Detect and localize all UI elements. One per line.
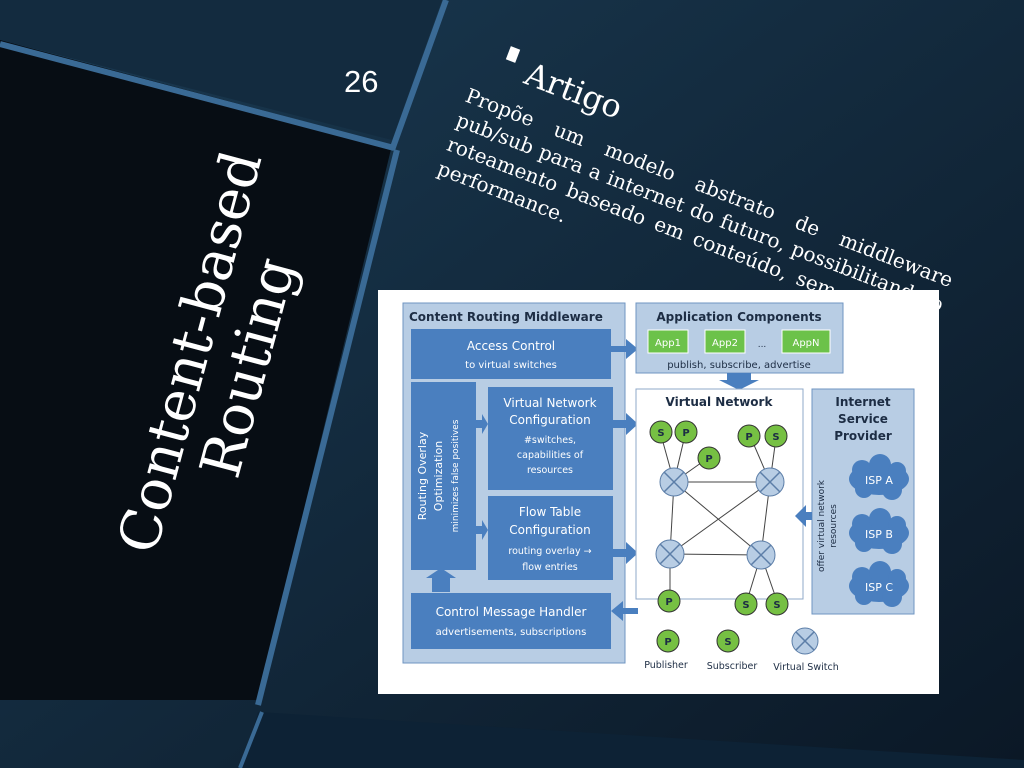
switch-icon: [755, 467, 785, 497]
page-number: 26: [344, 64, 379, 99]
ftc-line4: flow entries: [522, 562, 578, 573]
subscriber-node-label: S: [742, 600, 749, 611]
subscriber-node: [764, 424, 788, 448]
ftc-line3: routing overlay →: [508, 546, 591, 557]
access-control-box: [411, 329, 611, 379]
subscriber-node: [734, 592, 758, 616]
legend-subscriber-icon: [716, 629, 740, 653]
arrow-right-icon: [476, 520, 488, 540]
access-control-sub: to virtual switches: [465, 360, 557, 371]
publisher-node: [674, 420, 698, 444]
publisher-node: [737, 424, 761, 448]
app-label: App2: [712, 338, 738, 349]
app-ellipsis: ...: [758, 340, 767, 350]
publisher-node-label: P: [682, 428, 689, 439]
isp-offer-line2: resources: [829, 504, 839, 548]
vnc-line2: Configuration: [509, 413, 590, 427]
cmh-title: Control Message Handler: [436, 605, 587, 619]
arrow-right-icon: [476, 414, 488, 434]
publisher-node: [697, 446, 721, 470]
publisher-node-label: P: [745, 432, 752, 443]
subscriber-node-label: S: [657, 428, 664, 439]
ftc-line1: Flow Table: [519, 505, 581, 519]
switch-icon: [659, 467, 689, 497]
app-components-caption: publish, subscribe, advertise: [667, 360, 811, 371]
isp-cloud-icon: [849, 508, 909, 554]
arrow-right-icon: [613, 413, 638, 435]
publisher-node-label: P: [705, 454, 712, 465]
ftc-box: [488, 496, 613, 580]
legend-switch-icon: [791, 627, 819, 655]
control-message-handler-box: [411, 593, 611, 649]
isp-title-line1: Internet: [835, 395, 890, 409]
publisher-node: [657, 589, 681, 613]
isp-title-line2: Service: [838, 412, 888, 426]
arrow-right-icon: [613, 542, 638, 564]
legend-publisher-letter: P: [664, 637, 671, 648]
arrow-left-icon: [611, 601, 638, 621]
app-label: App1: [655, 338, 681, 349]
switch-icon: [655, 539, 685, 569]
app-label: AppN: [792, 338, 819, 349]
cmh-sub: advertisements, subscriptions: [436, 627, 587, 638]
publisher-node-label: P: [665, 597, 672, 608]
legend-subscriber-label: Subscriber: [707, 661, 758, 672]
up-arrow-icon: [426, 568, 456, 592]
isp-cloud-label: ISP C: [865, 581, 893, 594]
legend-switch-label: Virtual Switch: [773, 662, 838, 673]
legend-publisher-icon: [656, 629, 680, 653]
switch-icon: [746, 540, 776, 570]
vnc-line5: resources: [527, 465, 573, 476]
legend-subscriber-letter: S: [724, 637, 731, 648]
isp-cloud-icon: [849, 561, 909, 607]
vnc-line3: #switches,: [524, 435, 576, 446]
architecture-diagram: Content Routing Middleware Access Contro…: [378, 290, 939, 694]
subscriber-node-label: S: [772, 432, 779, 443]
arrow-left-icon: [795, 505, 812, 527]
down-arrow-icon: [719, 373, 759, 390]
vnc-box: [488, 387, 613, 490]
legend-publisher-label: Publisher: [644, 660, 688, 671]
subscriber-node-label: S: [773, 600, 780, 611]
ftc-line2: Configuration: [509, 523, 590, 537]
app-box: [704, 329, 746, 354]
app-box: [781, 329, 831, 354]
middleware-title: Content Routing Middleware: [409, 310, 603, 324]
app-components-title: Application Components: [656, 310, 821, 324]
isp-title-line3: Provider: [834, 429, 892, 443]
arrow-right-icon: [611, 339, 638, 359]
vnc-line4: capabilities of: [517, 450, 584, 461]
isp-cloud-label: ISP B: [865, 528, 893, 541]
isp-cloud-label: ISP A: [865, 474, 893, 487]
vnc-line1: Virtual Network: [503, 396, 596, 410]
virtual-network-title: Virtual Network: [666, 395, 774, 409]
routing-overlay-line3: minimizes false positives: [451, 419, 461, 532]
isp-cloud-icon: [849, 454, 909, 500]
isp-offer-line1: offer virtual network: [817, 479, 827, 572]
access-control-title: Access Control: [467, 339, 555, 353]
subscriber-node: [765, 592, 789, 616]
subscriber-node: [649, 420, 673, 444]
routing-overlay-box: [411, 382, 476, 570]
routing-overlay-line2: Optimization: [432, 441, 445, 511]
app-box: [647, 329, 689, 354]
routing-overlay-line1: Routing Overlay: [416, 431, 429, 520]
